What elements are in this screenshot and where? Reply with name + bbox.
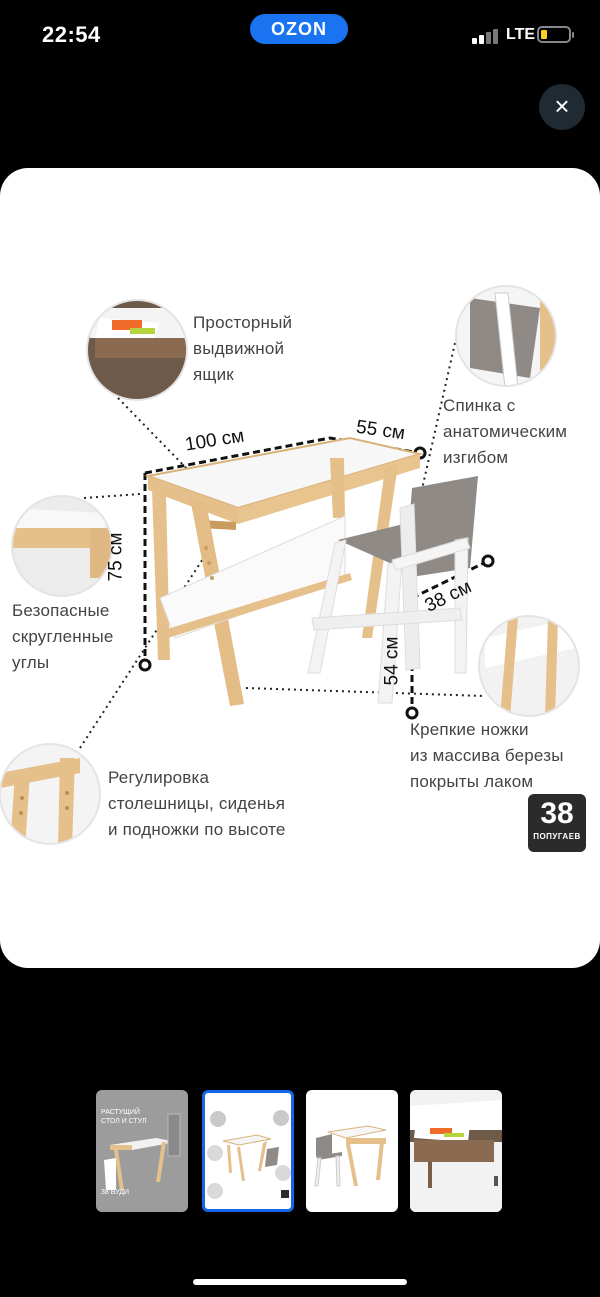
ozon-logo: OZON	[250, 14, 348, 44]
legs-label: Крепкие ножки из массива березы покрыты …	[410, 720, 564, 791]
chair-height-dimension: 54 см	[381, 636, 403, 686]
signal-icon	[472, 28, 500, 44]
chair	[307, 476, 478, 704]
height-adjust-label: Регулировка столешницы, сиденья и поднож…	[108, 768, 286, 839]
corners-label: Безопасные скругленные углы	[12, 601, 114, 672]
furniture-illustration	[0, 285, 580, 845]
drawer-callout	[87, 300, 187, 400]
close-icon: ×	[554, 91, 570, 121]
brand-badge: 38 ПОПУГАЕВ	[528, 794, 586, 852]
thumbnail-3[interactable]	[306, 1090, 398, 1212]
thumbnail-1[interactable]: РАСТУЩИЙ СТОЛ И СТУЛ 38 ВУДИ	[96, 1090, 188, 1212]
thumbnail-strip: РАСТУЩИЙ СТОЛ И СТУЛ 38 ВУДИ	[96, 1090, 506, 1214]
thumbnail-title: РАСТУЩИЙ СТОЛ И СТУЛ	[101, 1109, 147, 1125]
status-bar: 22:54 OZON LTE	[0, 0, 600, 70]
corners-callout	[12, 496, 112, 596]
battery-icon	[537, 26, 574, 43]
backrest-callout	[456, 286, 556, 386]
thumbnail-2[interactable]	[202, 1090, 294, 1212]
network-type: LTE	[506, 26, 536, 43]
home-indicator[interactable]	[193, 1279, 407, 1285]
height-dimension: 75 см	[105, 532, 127, 582]
thumbnail-brand: 38 ВУДИ	[101, 1189, 130, 1196]
desk	[144, 436, 424, 706]
close-button[interactable]: ×	[539, 84, 585, 130]
height-adjust-callout	[0, 744, 100, 844]
drawer-label: Просторный выдвижной ящик	[193, 313, 293, 384]
status-time: 22:54	[42, 22, 101, 47]
backrest-label: Спинка с анатомическим изгибом	[443, 396, 568, 467]
product-image[interactable]: Просторный выдвижной ящик Спинка с анато…	[0, 168, 600, 968]
legs-callout	[479, 616, 579, 716]
thumbnail-4[interactable]	[410, 1090, 502, 1212]
